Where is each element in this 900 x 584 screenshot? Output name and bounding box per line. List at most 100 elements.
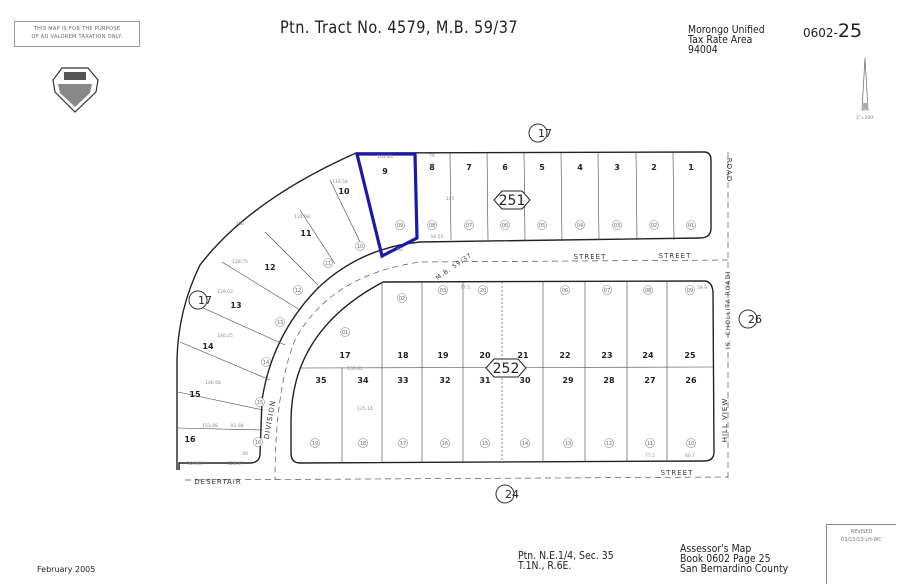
parcel-number: 12 bbox=[606, 441, 612, 447]
dimension-label: 140.25 bbox=[217, 333, 233, 339]
dimension-label: 145 bbox=[446, 196, 455, 202]
lot-number[interactable]: 34 bbox=[357, 376, 369, 385]
adjacent-page-ref-circle bbox=[738, 309, 758, 329]
dimension-label: 146.68 bbox=[205, 380, 221, 386]
street-centerlines bbox=[184, 152, 729, 481]
lot-number[interactable]: 4 bbox=[577, 163, 583, 172]
parcel-number: 08 bbox=[429, 223, 435, 229]
dimension-label: 124.58 bbox=[294, 214, 310, 220]
lot-number[interactable]: 23 bbox=[601, 351, 612, 360]
parcel-number-circle bbox=[340, 327, 350, 337]
lot-line bbox=[449, 152, 452, 241]
block-252-label: 252 bbox=[485, 358, 527, 378]
parcel-number-circle bbox=[293, 285, 303, 295]
lot-number[interactable]: 26 bbox=[685, 376, 697, 385]
lot-number[interactable]: 19 bbox=[437, 351, 449, 360]
parcel-number-circle bbox=[604, 438, 614, 448]
lot-line bbox=[597, 152, 600, 241]
parcel-number-circle bbox=[398, 438, 408, 448]
parcel-number-circle bbox=[323, 258, 333, 268]
parcel-number: 10 bbox=[688, 441, 694, 447]
street-label: STREET bbox=[659, 252, 692, 260]
lot-line bbox=[179, 341, 271, 381]
lot-number[interactable]: 16 bbox=[184, 435, 196, 444]
parcel-number-circle bbox=[563, 438, 573, 448]
lot-number[interactable]: 22 bbox=[559, 351, 570, 360]
assessor-info: Assessor's Map Book 0602 Page 25 San Ber… bbox=[680, 543, 788, 574]
dimension-label: 129.03 bbox=[217, 289, 233, 295]
parcel-number: 11 bbox=[647, 441, 653, 447]
parcel-number-circle bbox=[310, 438, 320, 448]
parcel-number-circle bbox=[355, 241, 365, 251]
dimension-label: 153.98 bbox=[202, 423, 218, 429]
lot-number[interactable]: 17 bbox=[339, 351, 350, 360]
block-251-label: 251 bbox=[493, 190, 531, 210]
lot-number[interactable]: 9 bbox=[382, 167, 388, 176]
lot-number[interactable]: 29 bbox=[562, 376, 574, 385]
county-seal-icon bbox=[52, 67, 99, 113]
parcel-number-circle bbox=[438, 285, 448, 295]
lot-number[interactable]: 7 bbox=[466, 163, 472, 172]
parcel-number: 14 bbox=[522, 441, 528, 447]
section-info: Ptn. N.E.1/4, Sec. 35 T.1N., R.6E. bbox=[518, 550, 614, 572]
lot-number[interactable]: 32 bbox=[439, 376, 450, 385]
highlighted-parcel[interactable] bbox=[354, 152, 419, 259]
township: T.1N., R.6E. bbox=[518, 559, 572, 572]
lot-number[interactable]: 1 bbox=[688, 163, 694, 172]
parcel-number-circle bbox=[575, 220, 585, 230]
lot-number[interactable]: 28 bbox=[603, 376, 615, 385]
parcel-number-circle bbox=[643, 285, 653, 295]
lot-number[interactable]: 2 bbox=[651, 163, 657, 172]
lot-number[interactable]: 18 bbox=[397, 351, 409, 360]
disclaimer-line: OF AD VALOREM TAXATION ONLY. bbox=[31, 34, 123, 40]
parcel-number: 08 bbox=[645, 288, 651, 294]
lot-number[interactable]: 24 bbox=[642, 351, 654, 360]
lot-number[interactable]: 21 bbox=[517, 351, 529, 360]
parcel-number: 16 bbox=[255, 440, 261, 446]
parcel-number-circle bbox=[686, 220, 696, 230]
lot-number[interactable]: 3 bbox=[614, 163, 620, 172]
lot-number[interactable]: 6 bbox=[502, 163, 508, 172]
street-label: STREET bbox=[574, 253, 607, 261]
map-book-reference: M.B. 59/37 bbox=[435, 252, 474, 282]
lot-number[interactable]: 13 bbox=[230, 301, 241, 310]
parcel-number-circle bbox=[500, 220, 510, 230]
lot-number[interactable]: 12 bbox=[264, 263, 275, 272]
street-label: ROAD bbox=[725, 158, 733, 182]
lot-number[interactable]: 8 bbox=[429, 163, 435, 172]
lot-number[interactable]: 10 bbox=[338, 187, 350, 196]
lot-number[interactable]: 31 bbox=[479, 376, 491, 385]
lot-number[interactable]: 14 bbox=[202, 342, 214, 351]
lot-number[interactable]: 27 bbox=[644, 376, 655, 385]
lot-line bbox=[486, 152, 489, 241]
lot-line bbox=[672, 152, 675, 241]
revised-box: REVISED 03/13/13 LH-WC bbox=[826, 524, 896, 584]
lot-number[interactable]: 20 bbox=[479, 351, 491, 360]
parcel-number: 13 bbox=[277, 320, 283, 326]
lot-number[interactable]: 25 bbox=[684, 351, 696, 360]
dimension-label: 100 bbox=[236, 221, 245, 227]
dimension-label: 77.5 bbox=[645, 453, 655, 459]
parcel-number: 17 bbox=[400, 441, 406, 447]
parcel-number-circle bbox=[612, 220, 622, 230]
parcel-number: 03 bbox=[614, 223, 620, 229]
parcel-number: 09 bbox=[687, 288, 693, 294]
parcel-number: 12 bbox=[295, 288, 301, 294]
revised-value: 03/13/13 LH-WC bbox=[841, 537, 882, 543]
district: Morongo Unified bbox=[688, 23, 765, 36]
parcel-number: 20 bbox=[480, 288, 486, 294]
parcel-number: 03 bbox=[440, 288, 446, 294]
lot-number[interactable]: 33 bbox=[397, 376, 408, 385]
lot-number[interactable]: 30 bbox=[519, 376, 531, 385]
lot-number[interactable]: 11 bbox=[300, 229, 312, 238]
lot-number[interactable]: 5 bbox=[539, 163, 545, 172]
adjacent-page-ref: 17 bbox=[198, 294, 212, 307]
lot-number[interactable]: 35 bbox=[315, 376, 327, 385]
parcel-number-circle bbox=[275, 317, 285, 327]
lot-line bbox=[177, 427, 263, 431]
parcel-number: 15 bbox=[482, 441, 488, 447]
tra-label: Tax Rate Area bbox=[688, 33, 753, 46]
lot-number[interactable]: 15 bbox=[189, 390, 201, 399]
parcel-number: 01 bbox=[342, 330, 348, 336]
dimension-label: 58.55 bbox=[431, 234, 444, 240]
